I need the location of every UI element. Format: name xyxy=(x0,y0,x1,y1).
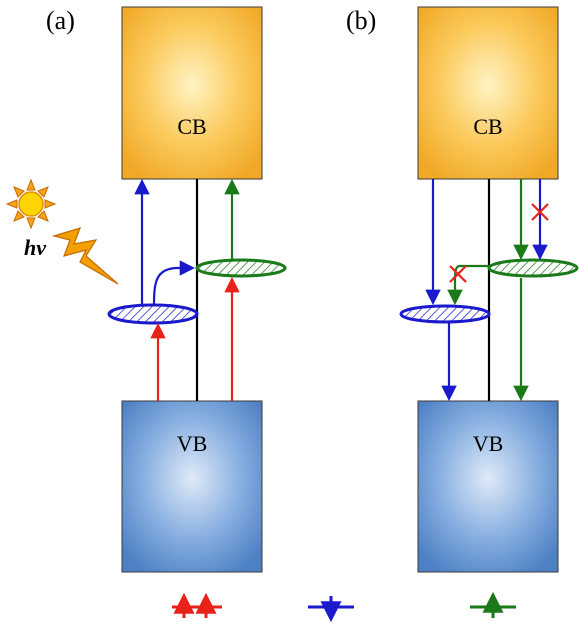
panel-a: (a) CB VB xyxy=(5,6,287,573)
red-spin-up-arrows-icon xyxy=(172,592,222,618)
panel-b: (b) CB VB xyxy=(346,6,579,573)
sun-icon xyxy=(5,178,57,230)
spin-down-impurity-level-a xyxy=(107,303,199,325)
cb-label-a: CB xyxy=(177,114,206,139)
vb-label-b: VB xyxy=(473,431,504,456)
green-hop-arrow-b xyxy=(447,264,492,306)
vb-label-a: VB xyxy=(177,431,208,456)
hv-label: hv xyxy=(24,235,46,260)
spin-down-impurity-level-b xyxy=(399,304,491,324)
conduction-band-a xyxy=(121,6,263,180)
blue-hop-arrow-a xyxy=(152,260,196,306)
lightning-icon xyxy=(51,227,119,285)
green-spin-up-arrow-icon xyxy=(470,591,516,618)
red-x-mark-icon xyxy=(449,265,467,283)
cb-label-b: CB xyxy=(473,114,502,139)
red-x-mark-icon xyxy=(531,203,549,221)
valence-band-b xyxy=(417,400,559,573)
spin-up-impurity-level-b xyxy=(487,258,579,278)
valence-band-a xyxy=(121,400,263,573)
spin-up-impurity-level-a xyxy=(195,258,287,278)
blue-spin-down-arrow-icon xyxy=(308,596,354,623)
panel-b-label: (b) xyxy=(346,6,376,35)
panel-a-label: (a) xyxy=(46,6,75,35)
conduction-band-b xyxy=(417,6,559,180)
